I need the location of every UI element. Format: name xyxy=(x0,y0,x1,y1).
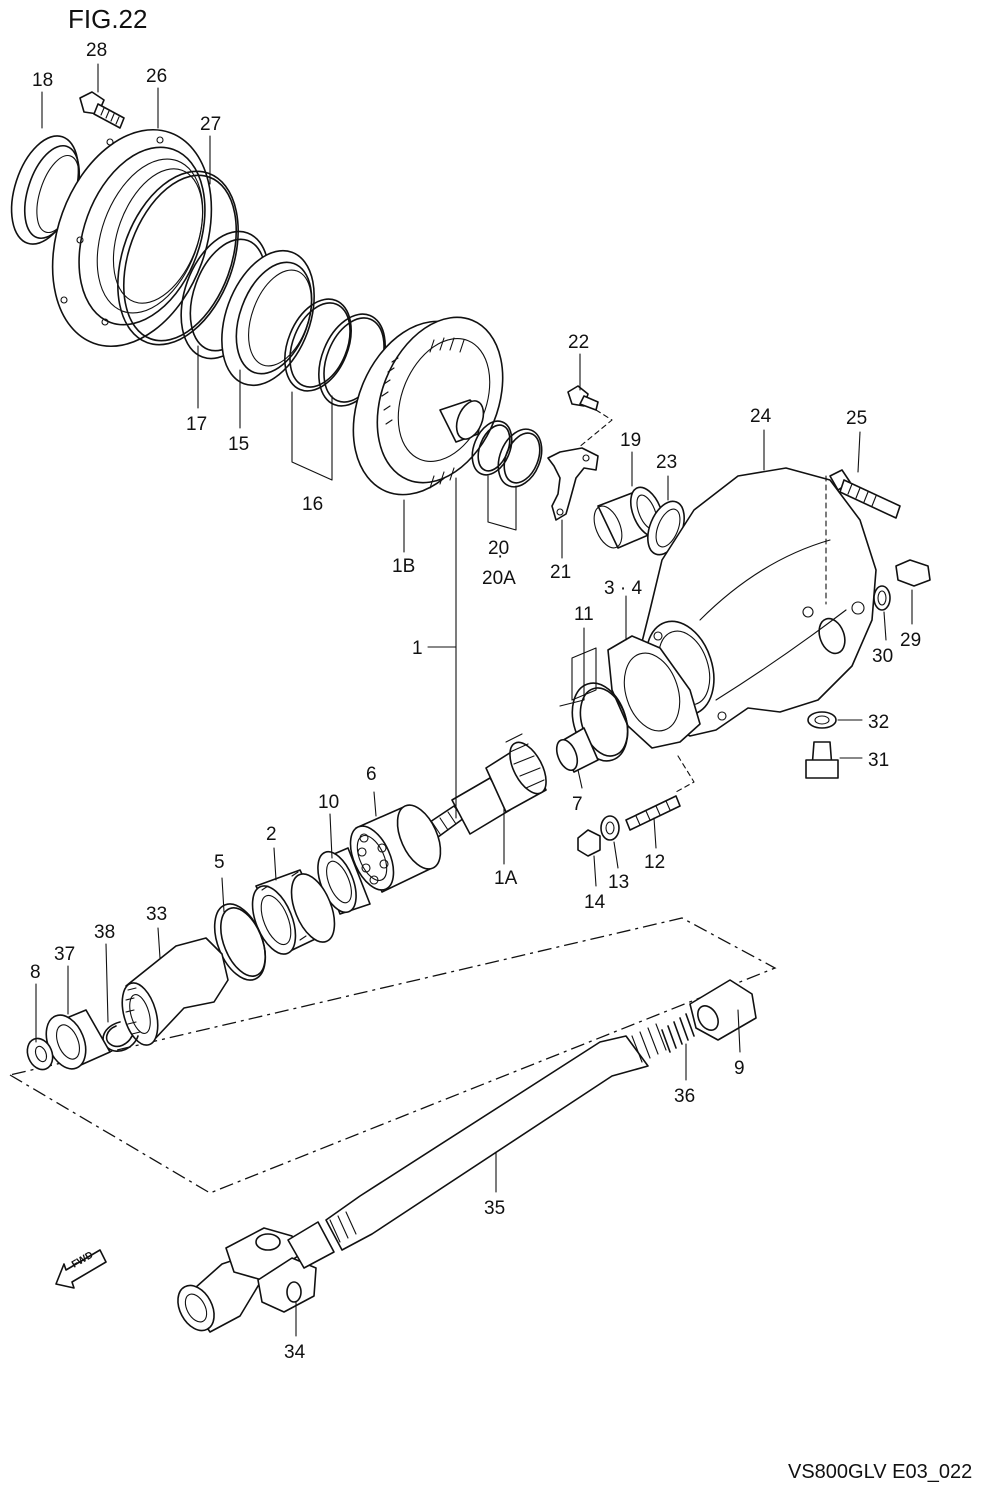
label-36: 36 xyxy=(674,1086,695,1107)
label-1B: 1B xyxy=(392,556,415,577)
part-33-coupling[interactable] xyxy=(116,937,229,1049)
part-19-bearing[interactable] xyxy=(589,483,670,552)
part-27-o-ring[interactable] xyxy=(96,155,261,362)
label-14: 14 xyxy=(584,892,606,913)
label-2: 2 xyxy=(266,824,277,845)
part-7-bearing[interactable] xyxy=(553,727,599,773)
fwd-direction-arrow-icon: FWD xyxy=(55,1249,107,1289)
label-11: 11 xyxy=(574,604,594,625)
label-34: 34 xyxy=(284,1342,306,1363)
part-1B-ring-gear[interactable] xyxy=(329,299,526,515)
drawing-code: VS800GLV E03_022 xyxy=(788,1461,972,1483)
label-22: 22 xyxy=(568,332,589,353)
part-12-stud[interactable] xyxy=(625,795,681,831)
label-1A: 1A xyxy=(494,868,518,889)
part-25-stud[interactable] xyxy=(829,469,901,519)
label-10: 10 xyxy=(318,792,339,813)
part-32-gasket[interactable] xyxy=(807,711,837,729)
part-30-gasket[interactable] xyxy=(873,585,891,611)
leader-lines xyxy=(35,63,913,1337)
label-31: 31 xyxy=(868,750,889,771)
label-15: 15 xyxy=(228,434,249,455)
label-20A: 20A xyxy=(482,568,516,589)
part-35-drive-shaft[interactable] xyxy=(325,1023,667,1251)
part-13-washer[interactable] xyxy=(600,815,620,841)
part-9-nut[interactable] xyxy=(689,979,757,1041)
label-35: 35 xyxy=(484,1198,505,1219)
label-28: 28 xyxy=(86,40,107,61)
part-29-filler-plug[interactable] xyxy=(895,559,931,587)
label-38: 38 xyxy=(94,922,115,943)
label-30: 30 xyxy=(872,646,893,667)
part-20-ring[interactable] xyxy=(465,415,550,493)
label-37: 37 xyxy=(54,944,75,965)
label-12: 12 xyxy=(644,852,665,873)
label-7: 7 xyxy=(572,794,583,815)
label-24: 24 xyxy=(750,406,772,427)
part-8-washer[interactable] xyxy=(23,1035,57,1074)
label-20-dot: · xyxy=(497,546,503,567)
label-21: 21 xyxy=(550,562,571,583)
part-5-o-ring[interactable] xyxy=(205,897,276,988)
label-1: 1 xyxy=(412,638,423,659)
label-20: 20 xyxy=(488,538,509,559)
part-14-nut[interactable] xyxy=(577,829,601,857)
drive-shaft-assembly-outline xyxy=(8,917,777,1194)
part-number-labels: 18 28 26 27 17 15 16 1B 20 · 20A 21 22 1… xyxy=(30,40,921,1363)
part-15-bearing[interactable] xyxy=(205,238,332,398)
label-25: 25 xyxy=(846,408,867,429)
part-6-bearing[interactable] xyxy=(342,799,450,897)
figure-title: FIG.22 xyxy=(68,4,147,34)
label-8: 8 xyxy=(30,962,41,983)
part-1A-drive-pinion[interactable] xyxy=(423,733,554,841)
label-17: 17 xyxy=(186,414,207,435)
part-34-universal-joint[interactable] xyxy=(171,1221,335,1337)
part-22-bolt[interactable] xyxy=(567,385,599,411)
label-19: 19 xyxy=(620,430,641,451)
label-13: 13 xyxy=(608,872,629,893)
part-3-4-gasket[interactable] xyxy=(607,635,701,749)
part-21-retainer[interactable] xyxy=(547,447,599,521)
label-33: 33 xyxy=(146,904,167,925)
label-23: 23 xyxy=(656,452,677,473)
label-27: 27 xyxy=(200,114,221,135)
part-31-drain-plug[interactable] xyxy=(805,741,839,779)
part-28-bolt[interactable] xyxy=(79,91,125,129)
label-9: 9 xyxy=(734,1058,745,1079)
label-6: 6 xyxy=(366,764,377,785)
label-16: 16 xyxy=(302,494,323,515)
label-32: 32 xyxy=(868,712,889,733)
part-2-ring-nut[interactable] xyxy=(244,868,343,960)
label-18: 18 xyxy=(32,70,53,91)
label-3-4: 3 · 4 xyxy=(604,578,642,599)
label-26: 26 xyxy=(146,66,167,87)
label-29: 29 xyxy=(900,630,921,651)
part-26-flange[interactable] xyxy=(24,107,240,368)
label-5: 5 xyxy=(214,852,225,873)
part-36-spring[interactable] xyxy=(661,1013,695,1053)
